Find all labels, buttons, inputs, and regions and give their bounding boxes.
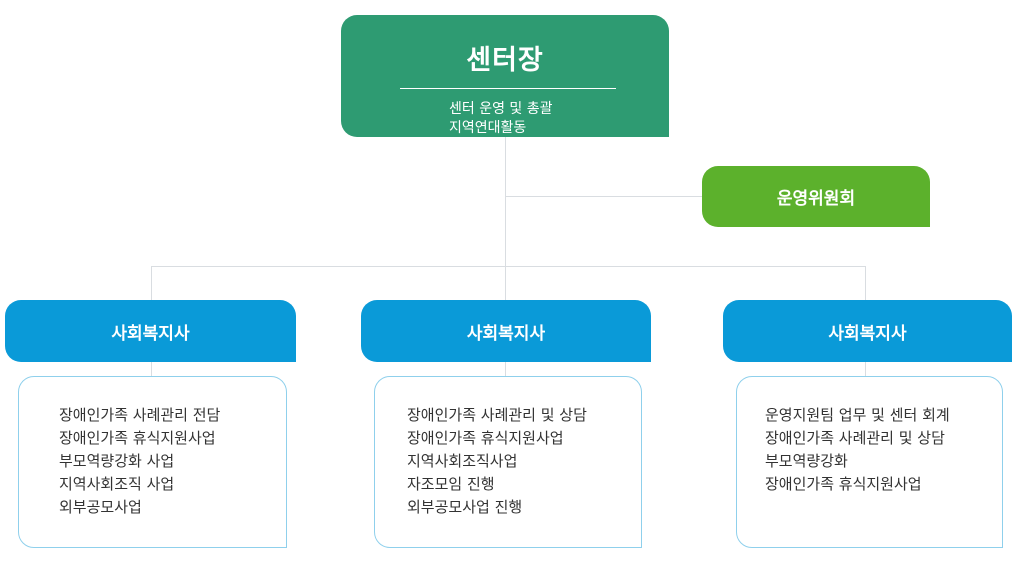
center-head-node: 센터장 센터 운영 및 총괄 지역연대활동 xyxy=(341,15,669,137)
duty-item: 지역사회조직사업 xyxy=(407,452,518,470)
connector-right-duty xyxy=(865,362,866,376)
duty-list: 장애인가족 사례관리 및 상담 장애인가족 휴식지원사업 지역사회조직사업 자조… xyxy=(407,404,587,519)
duty-item: 자조모임 진행 xyxy=(407,475,495,493)
duty-item: 장애인가족 사례관리 전담 xyxy=(59,406,221,424)
duty-list: 장애인가족 사례관리 전담 장애인가족 휴식지원사업 부모역량강화 사업 지역사… xyxy=(59,404,220,519)
center-head-desc-line: 센터 운영 및 총괄 xyxy=(449,101,553,117)
duty-item: 외부공모사업 xyxy=(59,498,142,516)
duty-box-1: 장애인가족 사례관리 전담 장애인가족 휴식지원사업 부모역량강화 사업 지역사… xyxy=(18,376,287,548)
duty-item: 지역사회조직 사업 xyxy=(59,475,175,493)
connector-left-duty xyxy=(151,362,152,376)
center-head-title: 센터장 xyxy=(466,45,544,76)
duty-list: 운영지원팀 업무 및 센터 회계 장애인가족 사례관리 및 상담 부모역량강화 … xyxy=(765,404,950,496)
duty-item: 장애인가족 휴식지원사업 xyxy=(765,475,922,493)
center-head-desc-line: 지역연대활동 xyxy=(449,120,527,136)
duty-item: 장애인가족 사례관리 및 상담 xyxy=(407,406,587,424)
center-head-divider xyxy=(400,88,616,89)
duty-box-3: 운영지원팀 업무 및 센터 회계 장애인가족 사례관리 및 상담 부모역량강화 … xyxy=(736,376,1003,548)
committee-node: 운영위원회 xyxy=(702,166,930,227)
connector-left-drop xyxy=(151,266,152,300)
committee-label: 운영위원회 xyxy=(776,189,856,209)
connector-committee xyxy=(505,196,702,197)
duty-item: 부모역량강화 xyxy=(765,452,848,470)
duty-item: 장애인가족 사례관리 및 상담 xyxy=(765,429,945,447)
social-worker-label: 사회복지사 xyxy=(466,323,546,344)
duty-item: 장애인가족 휴식지원사업 xyxy=(407,429,564,447)
connector-center-duty xyxy=(505,362,506,376)
duty-item: 외부공모사업 진행 xyxy=(407,498,523,516)
connector-right-drop xyxy=(865,266,866,300)
center-head-description: 센터 운영 및 총괄 지역연대활동 xyxy=(449,100,553,138)
connector-head-vertical xyxy=(505,137,506,300)
duty-item: 운영지원팀 업무 및 센터 회계 xyxy=(765,406,950,424)
social-worker-node-3: 사회복지사 xyxy=(723,300,1012,362)
social-worker-label: 사회복지사 xyxy=(828,323,907,344)
connector-horizontal xyxy=(151,266,866,267)
duty-item: 부모역량강화 사업 xyxy=(59,452,175,470)
duty-item: 장애인가족 휴식지원사업 xyxy=(59,429,216,447)
social-worker-node-2: 사회복지사 xyxy=(361,300,651,362)
social-worker-node-1: 사회복지사 xyxy=(5,300,296,362)
duty-box-2: 장애인가족 사례관리 및 상담 장애인가족 휴식지원사업 지역사회조직사업 자조… xyxy=(374,376,642,548)
social-worker-label: 사회복지사 xyxy=(111,323,190,344)
